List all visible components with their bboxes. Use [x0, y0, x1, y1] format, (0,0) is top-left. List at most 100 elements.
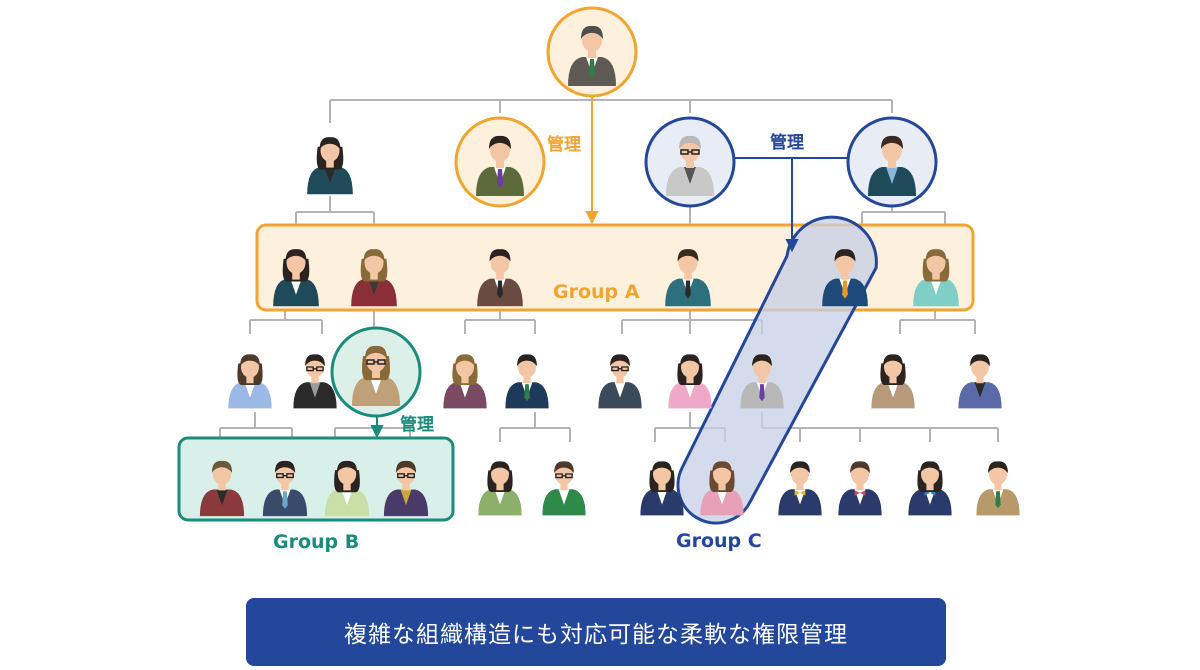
- neck: [402, 483, 410, 491]
- neck: [718, 483, 726, 491]
- hair: [883, 354, 903, 367]
- kanri-label-teal: 管理: [400, 414, 434, 435]
- tie-icon: [842, 280, 848, 299]
- person-l1-3: [644, 116, 736, 208]
- hair: [652, 461, 672, 474]
- tie-icon: [995, 491, 1001, 509]
- head: [241, 356, 259, 378]
- tie-icon: [497, 280, 503, 299]
- head: [713, 463, 731, 485]
- shirt: [341, 489, 353, 506]
- neck: [616, 376, 624, 384]
- head: [212, 462, 232, 485]
- person-l1-2: [454, 116, 546, 208]
- shirt: [684, 167, 696, 184]
- head: [926, 251, 946, 274]
- head: [364, 251, 384, 274]
- person-b4: [383, 460, 429, 517]
- glasses-icon: [397, 473, 415, 479]
- head: [753, 356, 771, 378]
- group-b-label: Group B: [273, 531, 359, 553]
- hair: [881, 135, 903, 149]
- tie-icon: [497, 169, 503, 188]
- person-b1: [199, 460, 245, 517]
- hair: [517, 354, 537, 367]
- head: [989, 463, 1007, 485]
- head: [490, 138, 510, 162]
- glasses-icon: [555, 473, 573, 479]
- hair: [712, 461, 732, 474]
- shirt: [370, 377, 382, 394]
- bow-tie-icon: [794, 490, 806, 496]
- hair: [850, 461, 870, 474]
- head: [678, 251, 698, 274]
- person-ceo: [546, 6, 638, 98]
- head: [582, 28, 602, 52]
- person-r4-6: [542, 461, 586, 516]
- head: [366, 348, 386, 372]
- shirt: [614, 382, 626, 398]
- hair: [365, 345, 387, 359]
- hair: [363, 249, 385, 262]
- neck: [684, 272, 692, 280]
- kanri-label-orange: 管理: [547, 134, 581, 155]
- head: [680, 138, 700, 162]
- head: [921, 463, 939, 485]
- hair: [554, 461, 574, 474]
- head: [851, 463, 869, 485]
- person-l1-1: [307, 137, 353, 195]
- person-r3-6: [598, 354, 642, 409]
- person-a6: [913, 249, 959, 307]
- person-a1: [273, 249, 319, 307]
- person-l1-4: [846, 116, 938, 208]
- neck: [856, 483, 864, 491]
- hair: [790, 461, 810, 474]
- hair: [752, 354, 772, 367]
- hair: [489, 135, 511, 149]
- neck: [281, 483, 289, 491]
- hair: [240, 354, 260, 367]
- tie-icon: [685, 280, 691, 299]
- hair: [834, 249, 856, 262]
- neck: [560, 483, 568, 491]
- shirt: [716, 489, 728, 505]
- person-r3-10: [958, 354, 1002, 409]
- hair: [319, 137, 341, 150]
- hair: [610, 354, 630, 367]
- tie-icon: [759, 384, 765, 402]
- hair: [305, 354, 325, 367]
- neck: [218, 483, 226, 491]
- neck: [461, 376, 469, 384]
- person-r3-3: [330, 326, 422, 418]
- person-r4-10: [838, 461, 882, 516]
- person-r4-12: [976, 461, 1020, 516]
- person-c1: [640, 461, 684, 516]
- hair: [970, 354, 990, 367]
- shirt: [656, 489, 668, 505]
- group-b-box: [177, 436, 455, 522]
- hair: [925, 249, 947, 262]
- group-a-label: Group A: [553, 281, 640, 303]
- person-b3: [324, 460, 370, 517]
- hair: [274, 460, 296, 473]
- shirt: [400, 489, 412, 506]
- shirt: [244, 382, 256, 398]
- hair: [395, 460, 417, 473]
- head: [835, 251, 855, 274]
- neck: [658, 483, 666, 491]
- person-r3-5: [505, 354, 549, 409]
- tie-icon: [589, 59, 595, 78]
- head: [518, 356, 536, 378]
- neck: [994, 483, 1002, 491]
- person-r3-8: [740, 354, 784, 409]
- hair: [489, 249, 511, 262]
- head: [653, 463, 671, 485]
- person-c2: [700, 461, 744, 516]
- person-r3-7: [668, 354, 712, 409]
- person-a4: [665, 249, 711, 307]
- person-a3: [477, 249, 523, 307]
- person-r4-5: [478, 461, 522, 516]
- hair: [285, 249, 307, 262]
- neck: [292, 272, 300, 280]
- person-b2: [262, 460, 308, 517]
